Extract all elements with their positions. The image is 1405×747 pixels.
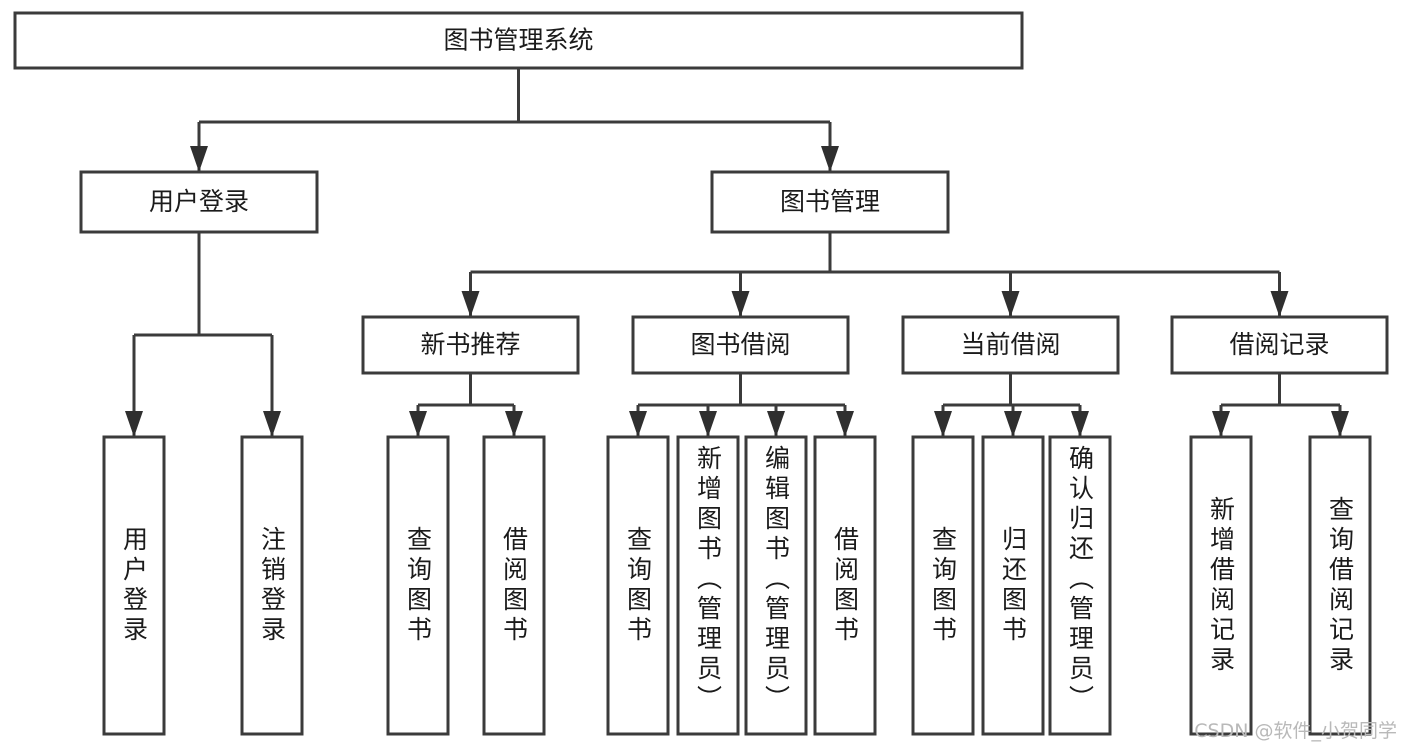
node-box-leaf-borrow-book-new[interactable]	[482, 435, 546, 736]
arrow-head-book-management	[821, 146, 839, 172]
node-label-root: 图书管理系统	[443, 26, 593, 55]
node-box-leaf-borrow-book[interactable]	[813, 435, 877, 736]
node-box-leaf-user-login[interactable]	[102, 435, 166, 736]
node-label-borrow-record: 借阅记录	[1229, 330, 1329, 359]
node-label-book-management: 图书管理	[780, 187, 880, 216]
arrow-head-leaf-user-login	[125, 411, 143, 437]
arrow-head-leaf-add-borrow-record	[1212, 411, 1230, 437]
node-box-user-login[interactable]	[79, 170, 319, 234]
node-box-leaf-edit-book-admin[interactable]	[744, 435, 808, 736]
arrow-head-leaf-add-book-admin	[699, 411, 717, 437]
node-box-leaf-query-book-current[interactable]	[911, 435, 975, 736]
arrow-head-book-borrow	[731, 291, 750, 317]
arrow-head-leaf-query-borrow-record	[1331, 411, 1349, 437]
node-box-leaf-query-borrow-record[interactable]	[1308, 435, 1372, 736]
node-box-root[interactable]	[13, 11, 1024, 70]
node-label-current-borrow: 当前借阅	[960, 330, 1060, 359]
node-box-book-management[interactable]	[710, 170, 950, 234]
node-box-borrow-record[interactable]	[1170, 315, 1389, 375]
node-label-new-book-recommend: 新书推荐	[420, 330, 520, 359]
arrow-head-leaf-query-book-current	[934, 411, 952, 437]
arrow-head-leaf-borrow-book	[836, 411, 854, 437]
arrow-head-new-book-recommend	[461, 291, 480, 317]
node-box-leaf-confirm-return-admin[interactable]	[1048, 435, 1112, 736]
arrow-head-leaf-return-book	[1004, 411, 1022, 437]
arrow-head-borrow-record	[1270, 291, 1289, 317]
node-label-book-borrow: 图书借阅	[690, 330, 790, 359]
node-box-new-book-recommend[interactable]	[361, 315, 580, 375]
arrow-head-leaf-edit-book-admin	[767, 411, 785, 437]
node-box-leaf-query-book-borrow[interactable]	[606, 435, 670, 736]
arrow-head-leaf-borrow-book-new	[505, 411, 523, 437]
arrow-head-current-borrow	[1001, 291, 1020, 317]
node-box-leaf-logout[interactable]	[240, 435, 304, 736]
arrow-head-leaf-confirm-return-admin	[1071, 411, 1089, 437]
arrow-head-leaf-query-book-new	[409, 411, 427, 437]
connector-layer	[125, 68, 1349, 437]
node-box-leaf-add-borrow-record[interactable]	[1189, 435, 1253, 736]
node-box-book-borrow[interactable]	[631, 315, 850, 375]
arrow-head-leaf-logout	[263, 411, 281, 437]
arrow-head-user-login	[190, 146, 208, 172]
node-box-current-borrow[interactable]	[901, 315, 1120, 375]
node-box-leaf-add-book-admin[interactable]	[676, 435, 740, 736]
arrow-head-leaf-query-book-borrow	[629, 411, 647, 437]
node-box-leaf-query-book-new[interactable]	[386, 435, 450, 736]
node-box-leaf-return-book[interactable]	[981, 435, 1045, 736]
node-box-layer	[13, 11, 1389, 736]
node-label-user-login: 用户登录	[149, 187, 249, 216]
